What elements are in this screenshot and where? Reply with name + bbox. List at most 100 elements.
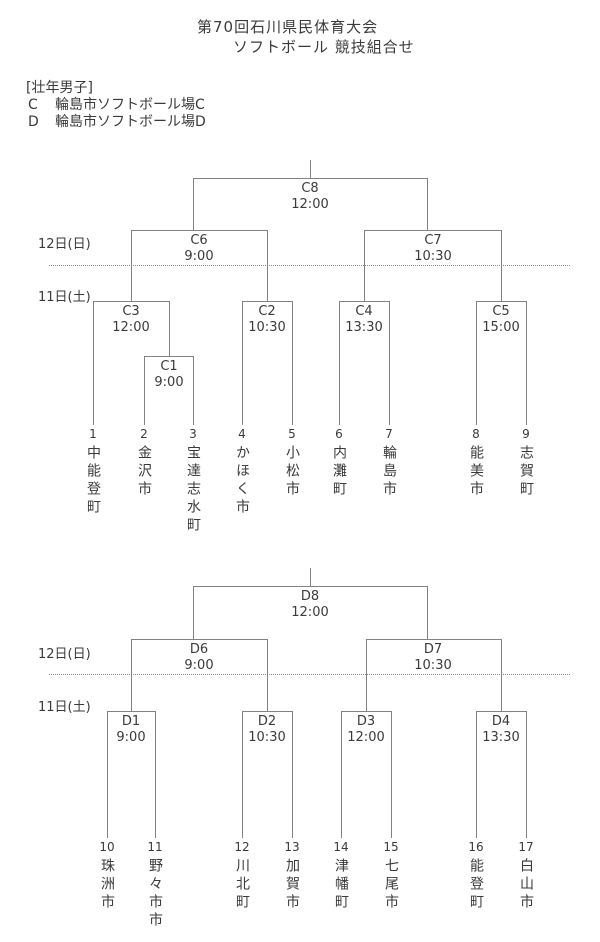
bracket-line [169, 301, 170, 356]
bracket-line [526, 301, 527, 425]
bracket-line [310, 160, 311, 178]
team-number: 2 [140, 427, 148, 441]
match-d2: D2 10:30 [227, 714, 307, 746]
match-time: 10:30 [248, 320, 286, 335]
match-time: 10:30 [414, 249, 452, 264]
team-name: 金沢市 [136, 445, 152, 499]
team: 17 白山市 [506, 840, 546, 912]
bracket-line [389, 301, 390, 425]
team-number: 8 [472, 427, 480, 441]
team-name: 中能登町 [85, 445, 101, 517]
match-label: C6 [190, 233, 208, 248]
match-c7: C7 10:30 [393, 233, 473, 265]
bracket-line [476, 301, 526, 302]
date-label-saturday-d: 11日(土) [38, 700, 91, 715]
team-name: 能登町 [468, 858, 484, 912]
match-time: 13:30 [482, 730, 520, 745]
match-label: D2 [257, 714, 277, 729]
match-time: 12:00 [112, 320, 150, 335]
match-d6: D6 9:00 [159, 642, 239, 674]
team-name: 七尾市 [383, 858, 399, 912]
date-label-sunday-d: 12日(日) [38, 647, 91, 662]
team-name: 内灘町 [331, 445, 347, 499]
team: 2 金沢市 [124, 427, 164, 499]
bracket-line [341, 711, 342, 838]
team-name: 輪島市 [381, 445, 397, 499]
match-d4: D4 13:30 [461, 714, 541, 746]
match-d3: D3 12:00 [326, 714, 406, 746]
dotted-divider [49, 674, 570, 675]
match-c3: C3 12:00 [91, 304, 171, 336]
team-name: かほく市 [234, 445, 250, 517]
team-number: 14 [333, 840, 349, 854]
match-time: 10:30 [414, 658, 452, 673]
bracket-line [144, 356, 193, 357]
bracket-line [107, 711, 108, 838]
match-time: 9:00 [184, 249, 214, 264]
team-number: 11 [147, 840, 163, 854]
bracket-line [526, 711, 527, 838]
team: 14 津幡町 [321, 840, 361, 912]
team: 5 小松市 [272, 427, 312, 499]
bracket-line [242, 301, 292, 302]
team-name: 白山市 [518, 858, 534, 912]
team-number: 10 [99, 840, 115, 854]
match-label: C5 [492, 304, 510, 319]
team: 4 かほく市 [222, 427, 262, 517]
team-number: 4 [238, 427, 246, 441]
bracket-line [427, 178, 428, 230]
match-c8: C8 12:00 [270, 181, 350, 213]
bracket-line [144, 356, 145, 425]
bracket-line [292, 301, 293, 425]
match-label: C3 [122, 304, 140, 319]
match-label: D1 [121, 714, 141, 729]
bracket-line [476, 711, 477, 838]
team: 11 野々市市 [135, 840, 175, 930]
team-name: 能美市 [468, 445, 484, 499]
venue-line-d: D 輪島市ソフトボール場D [28, 111, 206, 131]
bracket-line [193, 586, 428, 587]
team: 3 宝達志水町 [173, 427, 213, 535]
bracket-line [131, 230, 267, 231]
tournament-title: 第70回石川県民体育大会 [197, 18, 379, 36]
bracket-line [242, 711, 243, 838]
venue-code-d: D [28, 114, 39, 130]
match-d8: D8 12:00 [270, 589, 350, 621]
match-time: 9:00 [154, 375, 184, 390]
team: 6 内灘町 [319, 427, 359, 499]
team-number: 3 [189, 427, 197, 441]
team: 9 志賀町 [506, 427, 546, 499]
match-c2: C2 10:30 [227, 304, 307, 336]
match-d1: D1 9:00 [91, 714, 171, 746]
bracket-line [242, 711, 292, 712]
venue-name-c: 輪島市ソフトボール場C [55, 97, 205, 113]
match-label: C4 [355, 304, 373, 319]
team-number: 13 [284, 840, 300, 854]
team: 8 能美市 [456, 427, 496, 499]
bracket-line [476, 301, 477, 425]
bracket-line [476, 711, 526, 712]
team-number: 16 [468, 840, 484, 854]
bracket-line [107, 711, 155, 712]
dotted-divider [49, 265, 570, 266]
match-label: D6 [189, 642, 209, 657]
bracket-line [391, 711, 392, 838]
venue-name-d: 輪島市ソフトボール場D [55, 114, 206, 130]
team-name: 珠洲市 [99, 858, 115, 912]
bracket-line [501, 639, 502, 711]
team-name: 加賀市 [284, 858, 300, 912]
bracket-line [193, 356, 194, 425]
match-c6: C6 9:00 [159, 233, 239, 265]
bracket-line [93, 301, 169, 302]
bracket-line [366, 639, 367, 711]
date-label-sunday-c: 12日(日) [38, 237, 91, 252]
team: 12 川北町 [222, 840, 262, 912]
venue-code-c: C [28, 97, 38, 113]
match-time: 9:00 [116, 730, 146, 745]
bracket-line [310, 568, 311, 586]
bracket-line [364, 230, 501, 231]
team: 15 七尾市 [371, 840, 411, 912]
match-label: D7 [423, 642, 443, 657]
match-time: 15:00 [482, 320, 520, 335]
bracket-line [193, 586, 194, 639]
